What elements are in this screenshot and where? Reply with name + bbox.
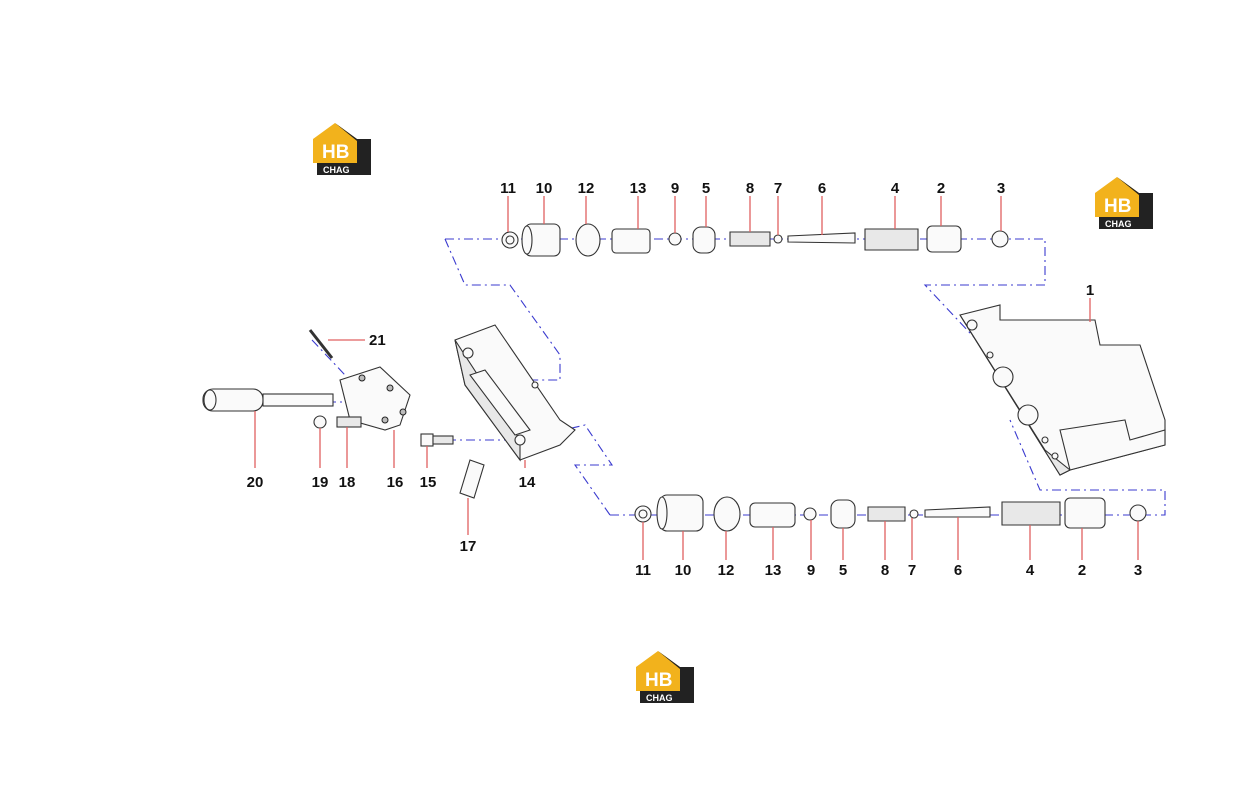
part-1-valve-body (959, 304, 1166, 476)
label-14: 14 (519, 474, 536, 491)
watermark-letters: HB (322, 142, 349, 163)
label-top-11: 11 (500, 180, 516, 197)
watermark-subtitle: CHAG (646, 693, 673, 703)
watermark-letters: HB (1104, 196, 1131, 217)
label-top-2: 2 (937, 180, 945, 197)
label-bottom-7: 7 (908, 562, 916, 579)
label-top-5: 5 (702, 180, 710, 197)
part-15-bolt (420, 433, 454, 447)
part-21-pin (308, 329, 334, 359)
label-bottom-4: 4 (1026, 562, 1035, 579)
bottom-row-labels: 11 10 12 13 9 5 8 7 6 4 2 3 (635, 562, 1142, 579)
part-16-lever (339, 366, 411, 431)
label-bottom-10: 10 (675, 562, 692, 579)
top-row-labels: 11 10 12 13 9 5 8 7 6 4 2 3 (500, 180, 1005, 197)
label-bottom-3: 3 (1134, 562, 1142, 579)
label-bottom-12: 12 (718, 562, 735, 579)
part-14-end-block (454, 324, 576, 462)
left-assembly-labels: 21 20 19 18 16 15 14 17 1 (247, 282, 1095, 555)
label-15: 15 (420, 474, 437, 491)
label-top-9: 9 (671, 180, 679, 197)
label-bottom-8: 8 (881, 562, 889, 579)
label-bottom-11: 11 (635, 562, 651, 579)
label-19: 19 (312, 474, 329, 491)
bottom-row-parts (634, 494, 1147, 532)
label-top-3: 3 (997, 180, 1005, 197)
watermark-logo-bottom: HB CHAG (636, 651, 694, 703)
label-bottom-5: 5 (839, 562, 847, 579)
label-top-4: 4 (891, 180, 900, 197)
label-21: 21 (369, 332, 386, 349)
label-bottom-2: 2 (1078, 562, 1086, 579)
part-17-dowel (459, 459, 485, 499)
label-16: 16 (387, 474, 404, 491)
top-row-parts (501, 223, 1009, 257)
label-top-13: 13 (630, 180, 647, 197)
watermark-subtitle: CHAG (323, 165, 350, 175)
label-top-12: 12 (578, 180, 595, 197)
watermark-letters: HB (645, 670, 672, 691)
part-18-screw (336, 416, 362, 428)
label-bottom-13: 13 (765, 562, 782, 579)
label-bottom-6: 6 (954, 562, 962, 579)
label-20: 20 (247, 474, 264, 491)
part-19-nut (313, 415, 327, 429)
label-top-10: 10 (536, 180, 553, 197)
watermark-subtitle: CHAG (1105, 219, 1132, 229)
label-1: 1 (1086, 282, 1094, 299)
label-top-8: 8 (746, 180, 754, 197)
part-20-plunger (202, 388, 334, 412)
label-top-6: 6 (818, 180, 826, 197)
watermark-logo-top-left: HB CHAG (313, 123, 371, 175)
watermark-logo-top-right: HB CHAG (1095, 177, 1153, 229)
label-top-7: 7 (774, 180, 782, 197)
label-18: 18 (339, 474, 356, 491)
label-17: 17 (460, 538, 477, 555)
leader-lines (254, 196, 1139, 560)
label-bottom-9: 9 (807, 562, 815, 579)
